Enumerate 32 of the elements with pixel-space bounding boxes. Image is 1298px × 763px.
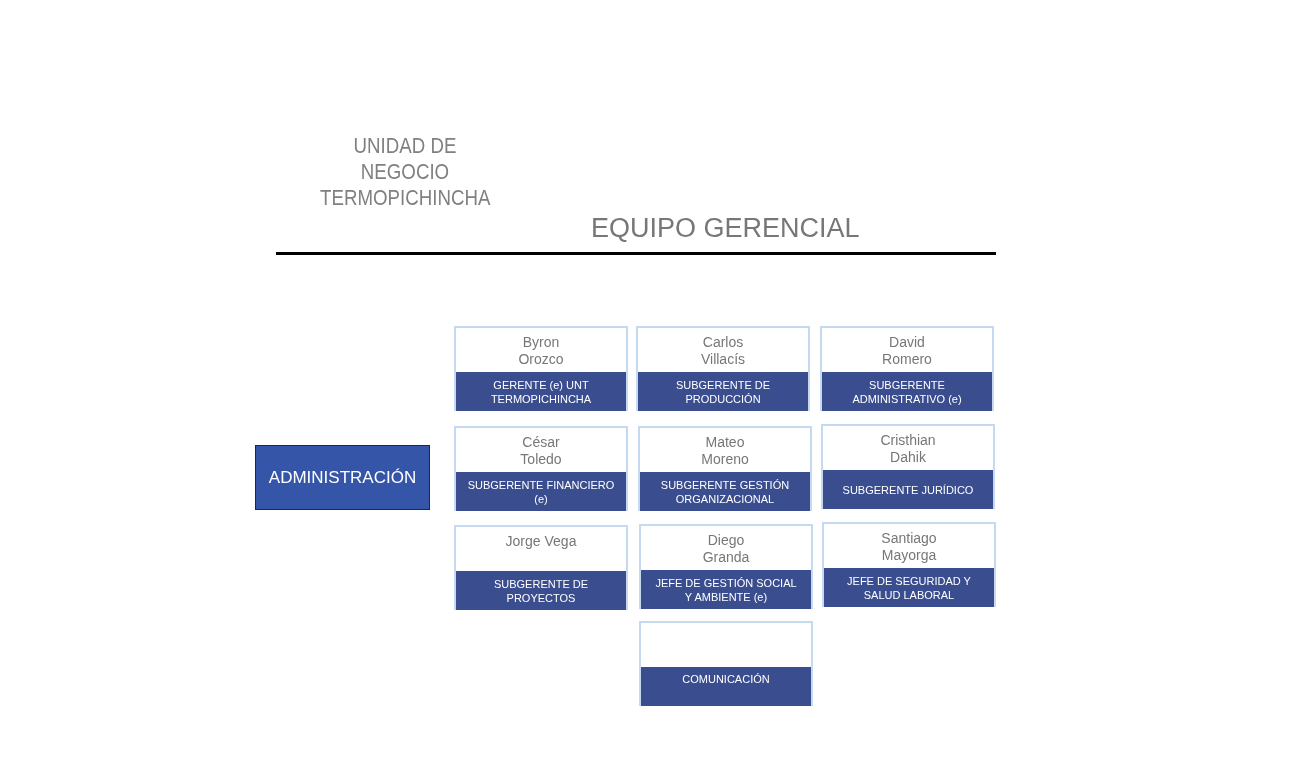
staff-card [639,524,813,609]
staff-card [639,621,813,706]
job-title-band: SUBGERENTE ADMINISTRATIVO (e) [822,372,992,411]
staff-card [821,424,995,509]
job-title-band: GERENTE (e) UNT TERMOPICHINCHA [456,372,626,411]
job-title-band: SUBGERENTE JURÍDICO [823,470,993,509]
job-title-band: COMUNICACIÓN [641,667,811,706]
unit-heading: UNIDAD DE NEGOCIO TERMOPICHINCHA [320,133,490,211]
job-title-band: SUBGERENTE FINANCIERO (e) [456,472,626,511]
person-name: Carlos Villacís [699,334,747,368]
person-name: César Toledo [519,434,563,468]
staff-card [454,326,628,411]
staff-card [454,525,628,610]
person-name: Cristhian Dahik [879,432,937,466]
staff-card [820,326,994,411]
staff-card [638,426,812,511]
person-name: Santiago Mayorga [880,530,938,564]
staff-card [454,426,628,511]
person-name: Jorge Vega [504,533,578,550]
person-name: Mateo Moreno [700,434,750,468]
job-title-band: SUBGERENTE DE PRODUCCIÓN [638,372,808,411]
person-name: Diego Granda [701,532,751,566]
job-title-band: JEFE DE GESTIÓN SOCIAL Y AMBIENTE (e) [641,570,811,609]
person-name: Byron Orozco [517,334,565,368]
department-box: ADMINISTRACIÓN [255,445,430,510]
page-title: EQUIPO GERENCIAL [591,213,860,244]
job-title-band: SUBGERENTE DE PROYECTOS [456,571,626,610]
person-name: David Romero [881,334,933,368]
job-title-band: JEFE DE SEGURIDAD Y SALUD LABORAL [824,568,994,607]
staff-card [822,522,996,607]
staff-card [636,326,810,411]
job-title-band: SUBGERENTE GESTIÓN ORGANIZACIONAL [640,472,810,511]
